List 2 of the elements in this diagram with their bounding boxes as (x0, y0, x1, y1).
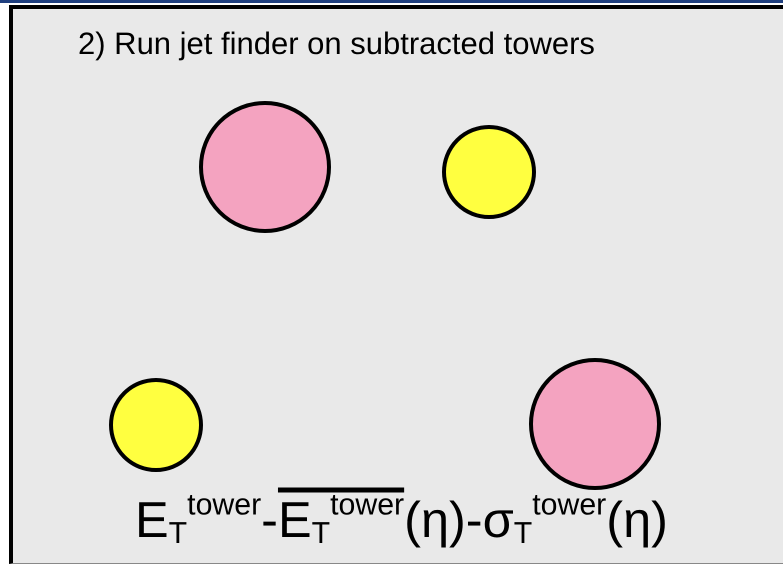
title: 2) Run jet finder on subtracted towers (78, 26, 595, 62)
formula: E$_{T}$$^{tower}$-E$_{T}$$^{tower}$(η)-σ$_{T}$$^{tower}$(η) (135, 495, 668, 546)
